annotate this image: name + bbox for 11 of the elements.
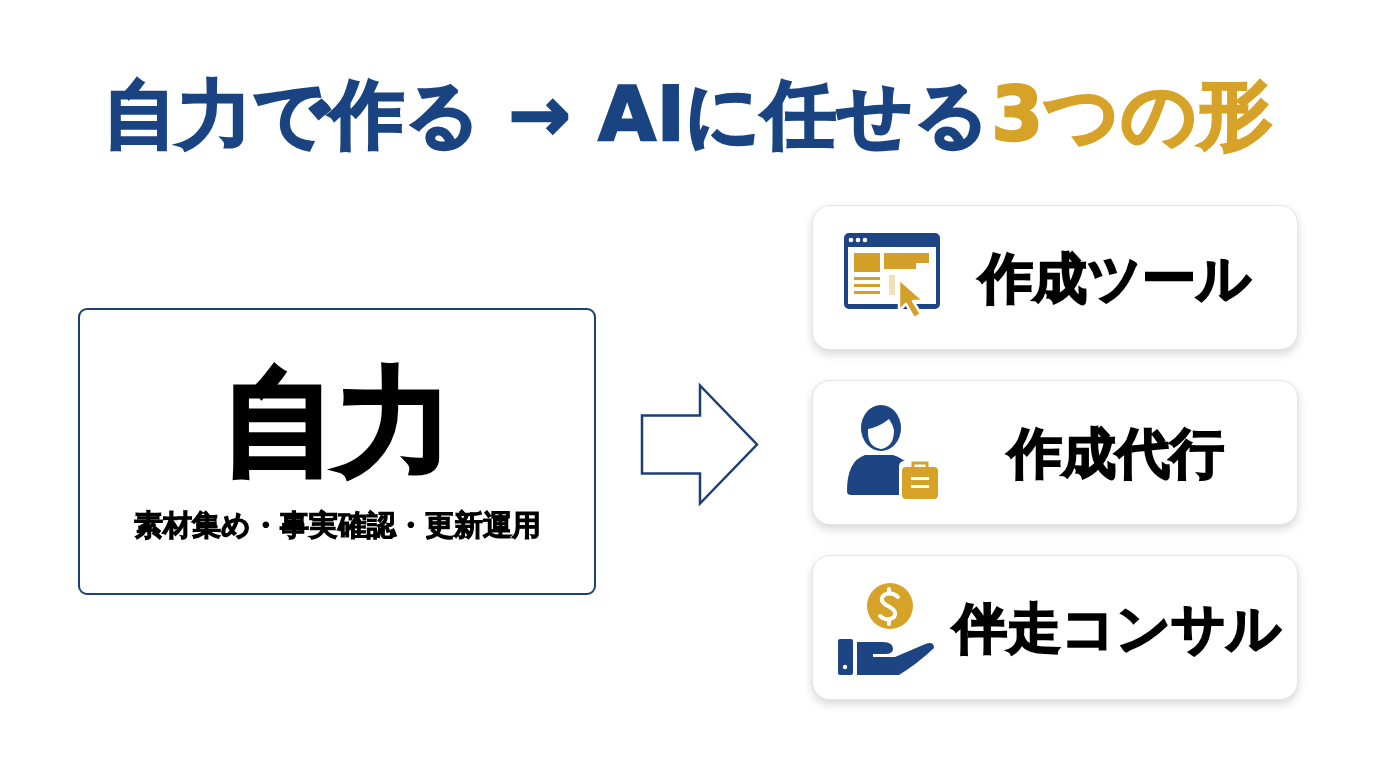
box-heading: 自力 [221, 358, 453, 486]
card-label: 作成代行 [1008, 423, 1224, 484]
option-card [812, 555, 1298, 700]
option-card [812, 380, 1298, 525]
title: 自力で作る → AIに任せる3つの形 [103, 70, 1273, 159]
card-label: 作成ツール [979, 248, 1251, 309]
block-arrow [640, 382, 759, 507]
box-subtitle: 素材集め・事実確認・更新運用 [133, 510, 541, 542]
card-label: 伴走コンサル [953, 598, 1281, 659]
option-card [812, 205, 1298, 350]
text-box [78, 308, 596, 595]
